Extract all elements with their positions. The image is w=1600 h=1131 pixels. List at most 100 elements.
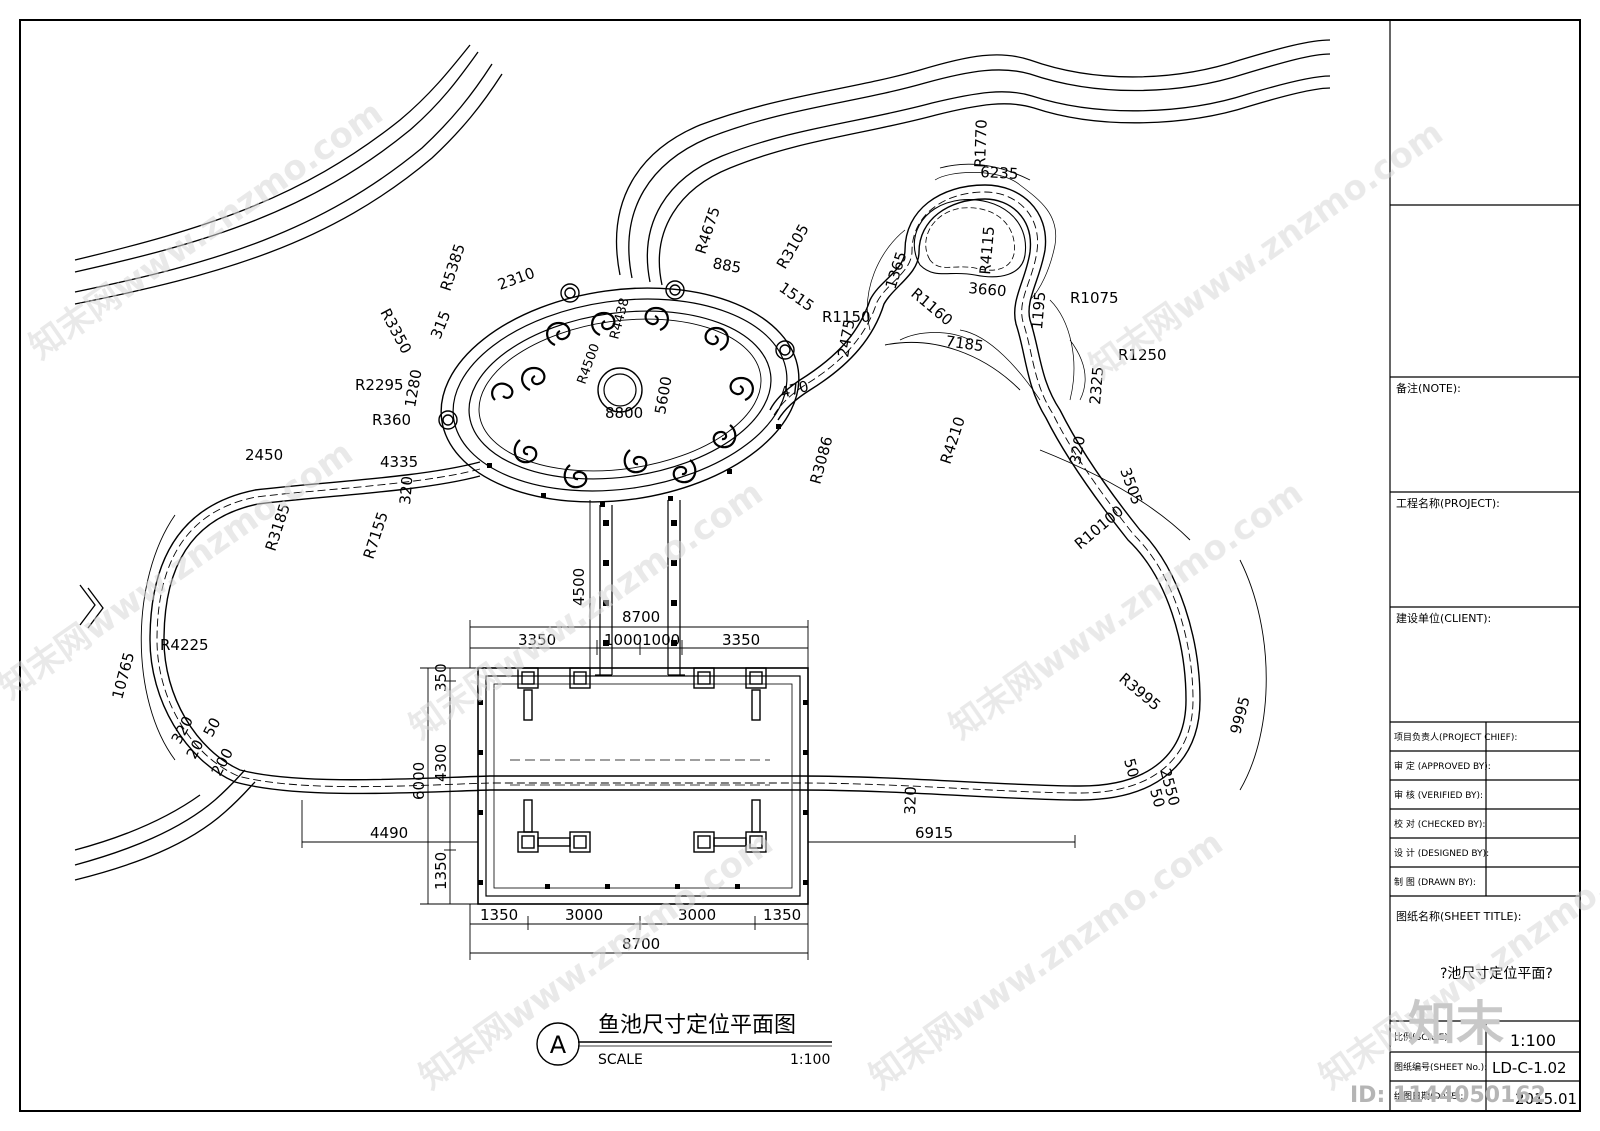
sheet-no-label: 图纸编号(SHEET No.): (1394, 1061, 1487, 1073)
dim-label: 2310 (495, 264, 537, 294)
dim-label: 4490 (370, 824, 408, 842)
dim-label: 320 (1066, 434, 1089, 465)
dimension-lines (140, 163, 1267, 960)
sheet-title-label: 图纸名称(SHEET TITLE): (1396, 909, 1521, 923)
bridge-corridor (595, 500, 685, 676)
pavilion (477, 667, 809, 905)
note-label: 备注(NOTE): (1396, 381, 1461, 395)
dim-label: 3000 (565, 906, 603, 924)
radius-label: R1160 (907, 284, 956, 329)
sheet-title: ?池尺寸定位平面? (1440, 966, 1553, 982)
radius-label: R4675 (692, 204, 724, 256)
dim-label: 50 (1120, 756, 1142, 779)
radius-label: R4438 (607, 296, 632, 341)
radius-label: R3105 (773, 221, 813, 272)
dim-label: 1280 (401, 368, 425, 409)
date-label: 绘图日期(DATE): (1394, 1090, 1463, 1102)
dim-label: 2325 (1086, 366, 1107, 406)
radius-label: R7155 (360, 509, 392, 561)
dim-label: 7185 (944, 332, 984, 355)
watermark-text: 知末网www.znzmo.com (22, 93, 390, 367)
radius-label: R5385 (437, 241, 469, 293)
watermark-text: 知末网www.znzmo.com (1312, 823, 1600, 1097)
title-block-text: 备注(NOTE): 工程名称(PROJECT): 建设单位(CLIENT): 项… (1394, 381, 1577, 1108)
title-marker: A (550, 1031, 567, 1059)
scale-label: SCALE (598, 1052, 643, 1068)
watermark-text: 知末网www.znzmo.com (942, 473, 1310, 747)
surrounding-path-curves (74, 39, 1331, 881)
radius-label: R3995 (1115, 669, 1164, 714)
dim-label: 885 (711, 254, 742, 277)
dim-label: 8700 (622, 935, 660, 953)
sheet-no: LD-C-1.02 (1492, 1059, 1567, 1077)
dim-label: 1000 (642, 631, 680, 649)
dim-label: 315 (427, 308, 454, 341)
dim-label: 320 (396, 475, 416, 505)
dim-label: 5600 (651, 375, 675, 416)
dim-label: 3350 (722, 631, 760, 649)
radius-label: R4115 (976, 225, 998, 275)
dim-label: 3505 (1116, 465, 1146, 507)
scale-value-tb: 1:100 (1510, 1031, 1556, 1050)
dim-label: 6235 (980, 163, 1019, 183)
radius-label: R1150 (822, 308, 871, 326)
watermark-text: 知末网www.znzmo.com (402, 473, 770, 747)
client-label: 建设单位(CLIENT): (1396, 611, 1491, 625)
radius-label: R2295 (355, 376, 404, 394)
dim-label: 1365 (882, 249, 911, 291)
dim-label: 8700 (622, 608, 660, 626)
pond-outline (149, 172, 1201, 801)
dim-label: 3350 (518, 631, 556, 649)
dim-label: 6000 (410, 762, 428, 800)
dim-label: 1195 (1028, 291, 1049, 331)
dim-label: 3660 (968, 279, 1008, 300)
dim-label: 350 (432, 663, 450, 692)
radius-label: R3350 (376, 305, 415, 356)
radius-labels: R5385 R3350 R2295 R360 R3185 R7155 R4225… (160, 119, 1167, 714)
watermark-text: 知末网www.znzmo.com (0, 433, 360, 707)
radius-label: R4210 (937, 414, 969, 466)
scale-label-tb: 比例(SCALE) (1394, 1031, 1448, 1043)
watermark-logo: 知末 (1408, 996, 1504, 1052)
radius-label: R1250 (1118, 346, 1167, 364)
designed-label: 设 计 (DESIGNED BY): (1394, 847, 1489, 859)
radius-label: R3086 (806, 434, 836, 486)
title-block (1389, 20, 1580, 1111)
radius-label: R4500 (575, 342, 604, 387)
dim-label: 4500 (570, 568, 588, 606)
approved-label: 审 定 (APPROVED BY): (1394, 760, 1491, 772)
oval-platform (438, 280, 800, 507)
radius-label: R4225 (160, 636, 209, 654)
pavilion-dimension-labels: 8700 3350 1000 1000 3350 4500 6000 350 4… (370, 568, 953, 953)
dim-label: 1350 (480, 906, 518, 924)
sheet-border (19, 19, 1581, 1112)
scale-value: 1:100 (790, 1052, 830, 1068)
radius-label: R360 (372, 411, 411, 429)
dim-label: 50 (1146, 786, 1168, 809)
dim-label: 4335 (380, 453, 418, 471)
dim-label: 10765 (108, 650, 138, 701)
watermark-id: ID: 1144050162 (1350, 1083, 1546, 1108)
checked-label: 校 对 (CHECKED BY): (1394, 818, 1485, 830)
dim-label: 3000 (678, 906, 716, 924)
radius-label: R1770 (971, 119, 991, 168)
drawing-title: 鱼池尺寸定位平面图 (598, 1013, 796, 1038)
watermark-text: 知末网www.znzmo.com (412, 823, 780, 1097)
watermark-text: 知末网www.znzmo.com (1082, 113, 1450, 387)
dim-label: 9995 (1226, 694, 1253, 736)
dim-label: 6915 (915, 824, 953, 842)
dim-label: 8800 (605, 404, 643, 422)
dim-label: 320 (901, 786, 920, 815)
dim-label: 470 (778, 377, 810, 402)
verified-label: 审 核 (VERIFIED BY): (1394, 789, 1483, 801)
date-value: 2015.01 (1515, 1090, 1577, 1108)
project-label: 工程名称(PROJECT): (1396, 496, 1500, 510)
dim-label: 1000 (604, 631, 642, 649)
drawing-title-block: A 鱼池尺寸定位平面图 SCALE 1:100 (536, 1013, 832, 1068)
dim-label: 1350 (763, 906, 801, 924)
project-chief-label: 项目负责人(PROJECT CHIEF): (1394, 731, 1517, 743)
watermark-text: 知末网www.znzmo.com (862, 823, 1230, 1097)
dim-label: 2450 (245, 446, 283, 464)
dim-label: 50 (200, 715, 225, 740)
